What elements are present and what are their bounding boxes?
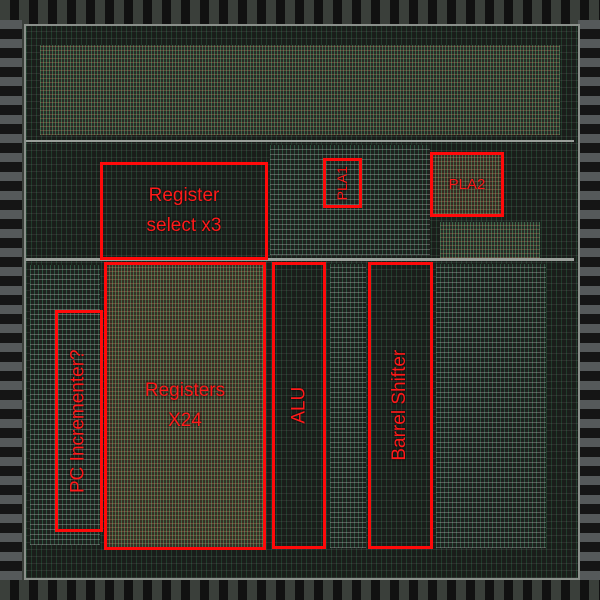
barrel-shifter-region: Barrel Shifter xyxy=(368,262,433,549)
pad-ring-left xyxy=(0,20,22,580)
control-logic-top xyxy=(40,45,560,135)
datapath-column xyxy=(330,264,366,548)
alu-label: ALU xyxy=(287,387,309,424)
pla1-region: PLA1 xyxy=(323,158,362,208)
pad-ring-right xyxy=(578,20,600,580)
alu-region: ALU xyxy=(272,262,326,549)
pla2-label: PLA2 xyxy=(448,175,486,193)
bus-line xyxy=(26,258,574,261)
decode-logic xyxy=(270,145,430,255)
registers-region: Registers X24 xyxy=(104,262,266,550)
pla1-label: PLA1 xyxy=(334,165,351,201)
register-file-array xyxy=(106,264,264,548)
pla2-array xyxy=(432,154,502,214)
register-select-region: Register select x3 xyxy=(100,162,268,260)
pc-incrementer-region: PC Incrementer? xyxy=(55,310,103,532)
pla2-region: PLA2 xyxy=(430,152,504,217)
bus-line xyxy=(26,140,574,142)
register-select-label: Register select x3 xyxy=(146,184,222,236)
misc-logic xyxy=(440,222,540,258)
registers-label: Registers X24 xyxy=(144,379,226,431)
datapath-right xyxy=(436,264,546,548)
barrel-shifter-label: Barrel Shifter xyxy=(389,350,411,461)
pc-incrementer-label: PC Incrementer? xyxy=(67,349,89,493)
